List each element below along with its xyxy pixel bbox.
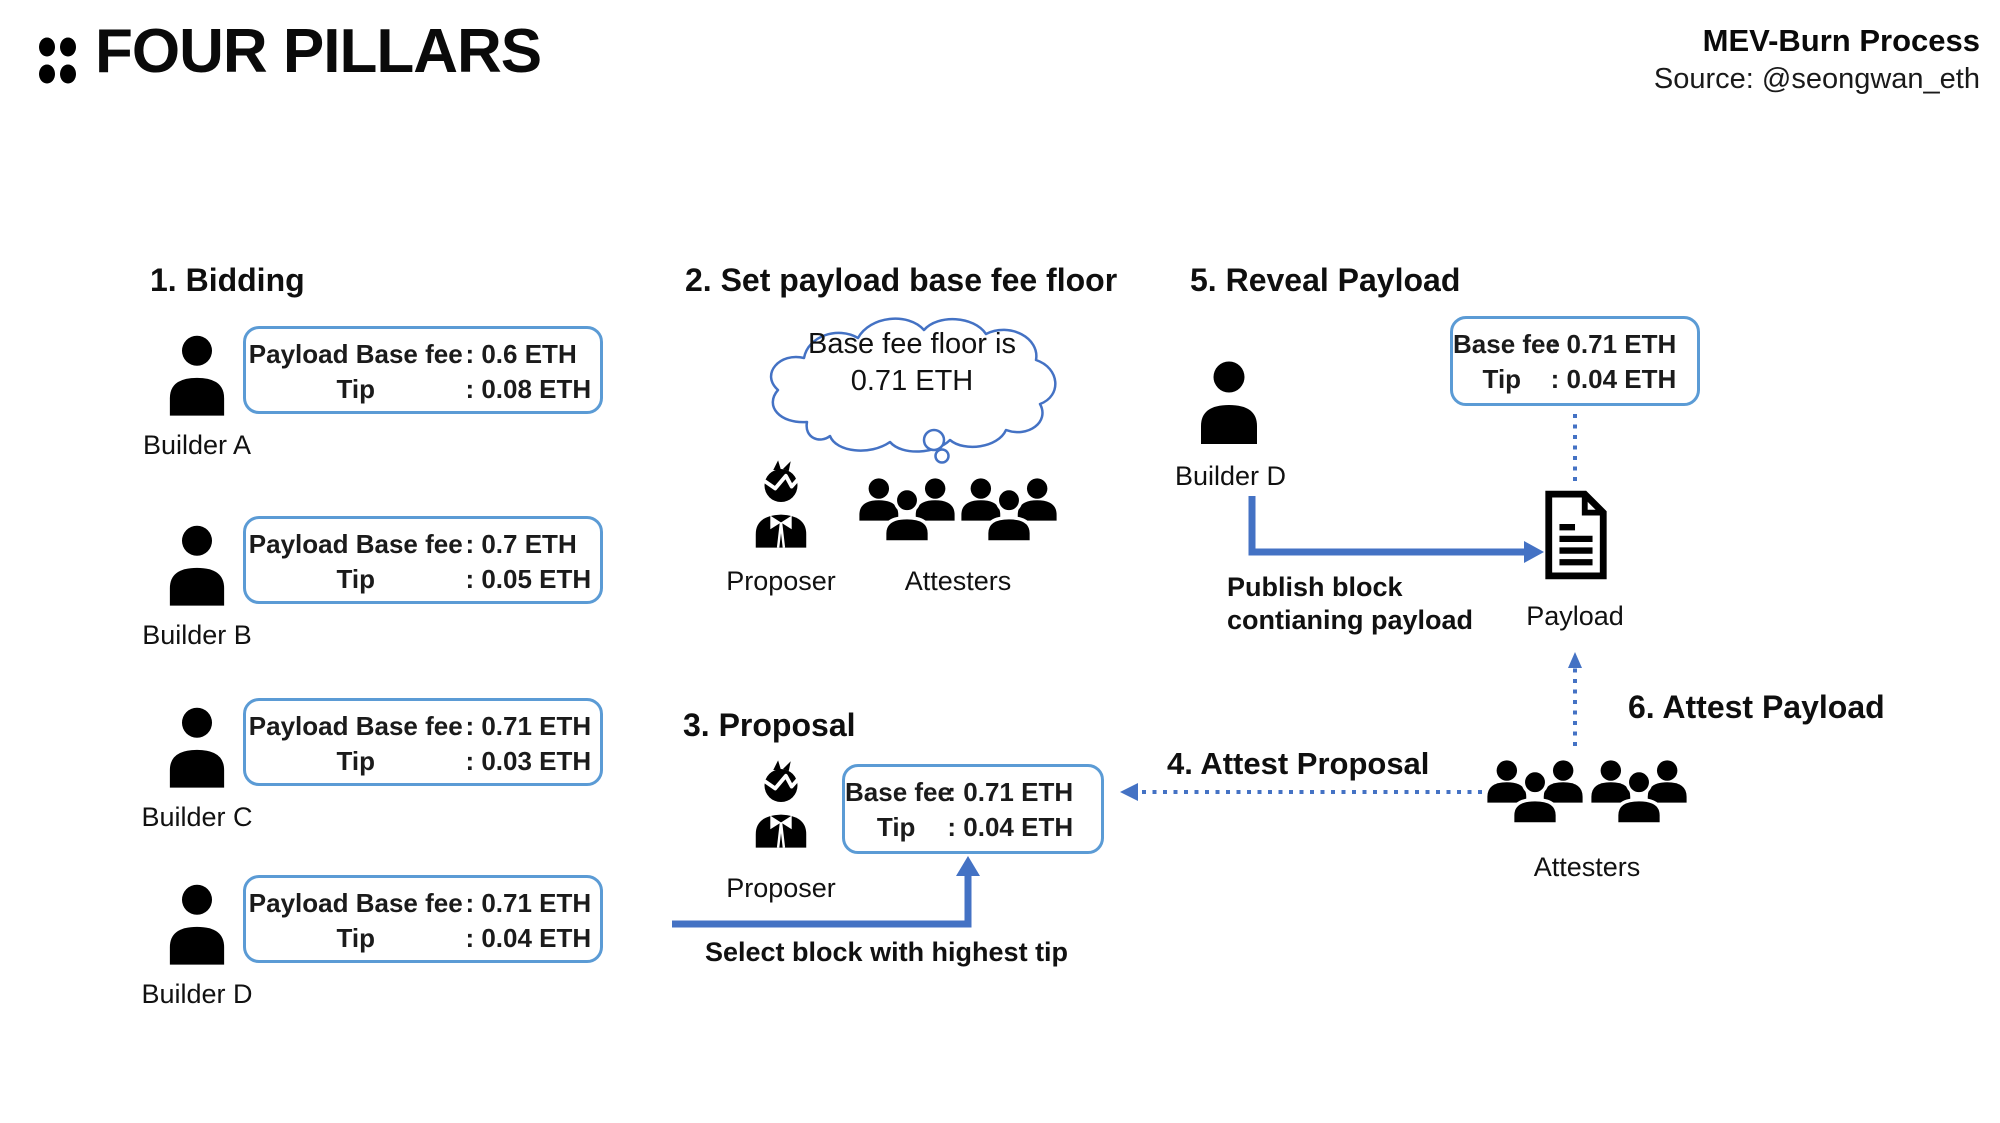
cloud-line-1: Base fee floor is xyxy=(808,328,1016,360)
builder-a-label: Builder A xyxy=(142,430,252,460)
bid-box-d: Payload Base fee: 0.71 ETH Tip : 0.04 ETH xyxy=(243,875,603,963)
builder-b-icon xyxy=(166,522,228,606)
builder-c-label: Builder C xyxy=(141,802,253,832)
select-block-arrow xyxy=(672,856,980,928)
bid-box-c: Payload Base fee: 0.71 ETH Tip : 0.03 ETH xyxy=(243,698,603,786)
cloud-line-2: 0.71 ETH xyxy=(850,365,974,397)
proposal-fee-box: Base fee: 0.71 ETH Tip : 0.04 ETH xyxy=(842,764,1104,854)
brand-title: FOUR PILLARS xyxy=(95,17,542,86)
thought-cloud-icon xyxy=(770,317,1057,464)
proposer-label: Proposer xyxy=(726,566,836,596)
attesters-label: Attesters xyxy=(1533,852,1641,882)
publish-block-caption: Publish block contianing payload xyxy=(1227,571,1473,637)
proposer-icon xyxy=(748,460,814,548)
section-title-bidding: 1. Bidding xyxy=(150,262,305,298)
attesters-group-icon xyxy=(858,474,956,542)
fee-label: Payload Base fee xyxy=(248,888,463,918)
bid-box-a: Payload Base fee: 0.6 ETH Tip : 0.08 ETH xyxy=(243,326,603,414)
fee-value: : 0.71 ETH xyxy=(1550,329,1677,359)
tip-value: : 0.04 ETH xyxy=(465,923,592,953)
page-title: MEV-Burn Process xyxy=(1702,23,1980,58)
fee-label: Payload Base fee xyxy=(248,529,463,559)
fee-label: Payload Base fee xyxy=(248,711,463,741)
tip-value: : 0.03 ETH xyxy=(465,746,592,776)
tip-label: Tip xyxy=(1482,364,1522,394)
bid-box-b: Payload Base fee: 0.7 ETH Tip : 0.05 ETH xyxy=(243,516,603,604)
fee-value: : 0.7 ETH xyxy=(465,529,577,559)
section-title-base-fee-floor: 2. Set payload base fee floor xyxy=(685,262,1118,298)
attesters-group-icon xyxy=(960,474,1058,542)
builder-a-icon xyxy=(166,332,228,416)
tip-value: : 0.04 ETH xyxy=(1550,364,1677,394)
publish-caption-line-1: Publish block xyxy=(1227,572,1403,602)
select-block-caption: Select block with highest tip xyxy=(705,937,1069,967)
tip-label: Tip xyxy=(876,812,916,842)
tip-value: : 0.04 ETH xyxy=(947,812,1074,842)
reveal-fee-box: Base fee: 0.71 ETH Tip : 0.04 ETH xyxy=(1450,316,1700,406)
proposer-label: Proposer xyxy=(726,873,836,903)
attesters-group-icon xyxy=(1590,756,1688,824)
publish-block-arrow xyxy=(1248,496,1544,563)
fee-label: Base fee xyxy=(845,777,952,807)
tip-value: : 0.08 ETH xyxy=(465,374,592,404)
fee-value: : 0.71 ETH xyxy=(465,711,592,741)
fee-label: Payload Base fee xyxy=(248,339,463,369)
attesters-label: Attesters xyxy=(904,566,1012,596)
publish-caption-line-2: contianing payload xyxy=(1227,605,1474,635)
builder-d-label: Builder D xyxy=(141,979,253,1009)
attest-payload-dotted-arrow xyxy=(1568,652,1582,746)
tip-label: Tip xyxy=(336,923,375,953)
section-title-reveal-payload: 5. Reveal Payload xyxy=(1190,262,1461,298)
builder-row-a: Payload Base fee: 0.6 ETH Tip: 0.08 ETH … xyxy=(130,326,610,476)
fee-value: : 0.6 ETH xyxy=(465,339,577,369)
tip-label: Tip xyxy=(336,746,375,776)
fee-value: : 0.71 ETH xyxy=(947,777,1074,807)
builder-row-b: Payload Base fee: 0.7 ETH Tip: 0.05 ETH … xyxy=(130,516,610,666)
builder-d-label: Builder D xyxy=(1175,461,1287,491)
cloud-text: Base fee floor is 0.71 ETH xyxy=(772,326,1052,400)
tip-label: Tip xyxy=(336,564,375,594)
proposer-icon xyxy=(748,760,814,848)
builder-c-icon xyxy=(166,704,228,788)
attest-proposal-dotted-arrow xyxy=(1120,783,1482,801)
fee-label: Base fee xyxy=(1453,329,1560,359)
section-title-proposal: 3. Proposal xyxy=(683,707,856,743)
attesters-group-icon xyxy=(1486,756,1584,824)
header-right: MEV-Burn Process Source: @seongwan_eth xyxy=(1654,22,1980,98)
builder-row-c: Payload Base fee: 0.71 ETH Tip : 0.03 ETH… xyxy=(130,698,610,848)
payload-document-icon xyxy=(1540,486,1612,584)
four-pillars-logo-icon xyxy=(39,37,76,84)
tip-value: : 0.05 ETH xyxy=(465,564,592,594)
section-title-attest-proposal: 4. Attest Proposal xyxy=(1167,746,1430,781)
builder-d-icon xyxy=(166,881,228,965)
box-to-payload-dotted-line xyxy=(1573,414,1577,486)
builder-d-icon xyxy=(1194,358,1264,444)
builder-row-d: Payload Base fee: 0.71 ETH Tip : 0.04 ETH… xyxy=(130,875,610,1025)
source-credit: Source: @seongwan_eth xyxy=(1653,63,1980,95)
section-title-attest-payload: 6. Attest Payload xyxy=(1628,689,1885,725)
builder-b-label: Builder B xyxy=(142,620,252,650)
tip-label: Tip xyxy=(336,374,375,404)
payload-label: Payload xyxy=(1526,601,1624,631)
fee-value: : 0.71 ETH xyxy=(465,888,592,918)
